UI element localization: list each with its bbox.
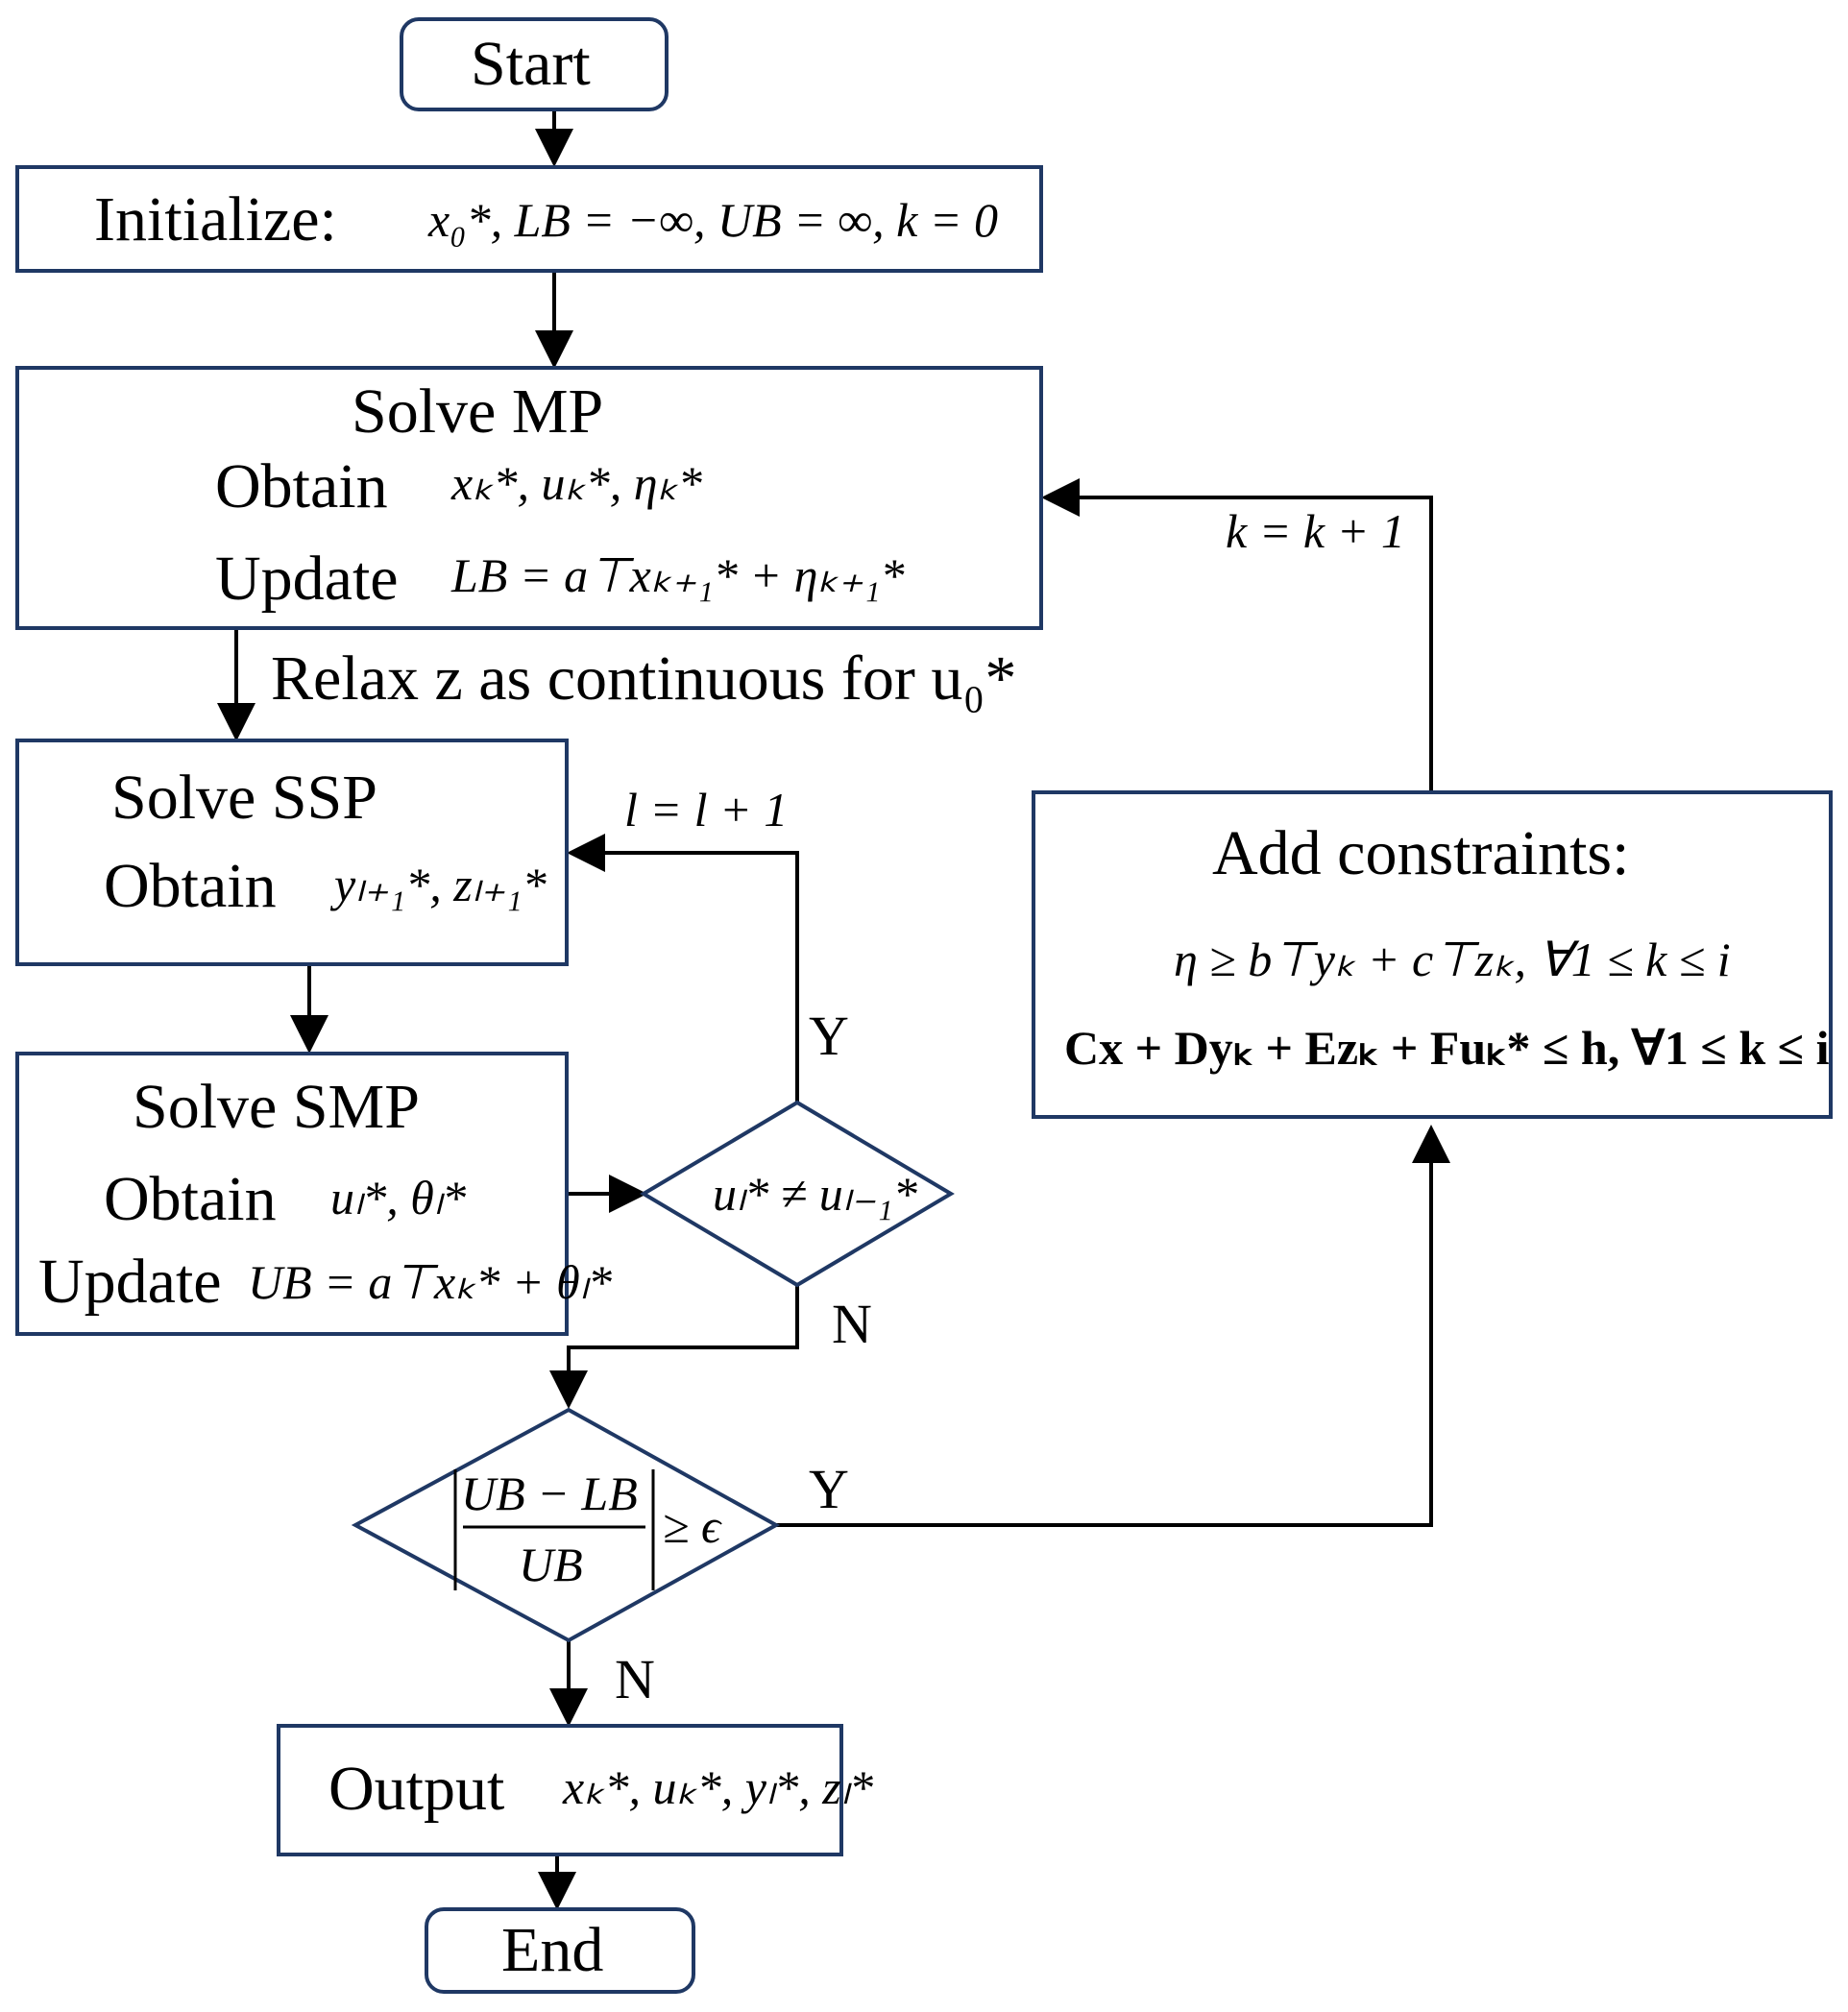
solve-smp-title: Solve SMP [133,1072,420,1142]
l-update-label: l = l + 1 [624,783,789,836]
arrow-decision1-yes-ssp [567,834,799,1103]
start-label: Start [471,29,591,99]
arrow-decision2-yes-add [776,1125,1450,1527]
solve-ssp-node [15,739,569,966]
decision2-relation: ≥ ϵ [663,1499,721,1553]
end-label: End [501,1915,604,1985]
start-node [400,17,669,111]
arrow-decision1-no-decision2 [549,1285,799,1409]
solve-smp-node [15,1052,569,1336]
decision1-yes-label: Y [809,1005,849,1067]
output-expression: xₖ*, uₖ*, yₗ*, zₗ* [563,1760,874,1814]
solve-smp-obtain-label: Obtain [104,1164,277,1234]
solve-ssp-title: Solve SSP [111,763,377,833]
add-constraints-line2: Cx + Dyₖ + Ezₖ + Fuₖ* ≤ h, ∀1 ≤ k ≤ i [1064,1021,1830,1075]
output-label: Output [328,1754,505,1824]
solve-smp-update-expression: UB = a⊤xₖ* + θₗ* [248,1255,613,1309]
decision1-no-label: N [832,1293,872,1355]
add-constraints-title: Add constraints: [1212,818,1630,888]
decision-node-2 [351,1407,781,1643]
solve-mp-update-expression: LB = a⊤xₖ₊₁* + ηₖ₊₁* [451,548,905,602]
k-update-label: k = k + 1 [1226,504,1405,558]
solve-mp-title: Solve MP [352,376,604,447]
solve-mp-obtain-expression: xₖ*, uₖ*, ηₖ* [451,456,702,510]
solve-smp-obtain-expression: uₗ*, θₗ* [330,1171,467,1224]
add-constraints-node [1032,790,1833,1119]
solve-ssp-obtain-expression: yₗ₊₁*, zₗ₊₁* [334,858,547,911]
decision1-condition: uₗ* ≠ uₗ₋₁* [713,1167,917,1221]
arrow-add-mp [1041,478,1433,790]
add-constraints-line1: η ≥ b⊤yₖ + c⊤zₖ, ∀1 ≤ k ≤ i [1174,933,1731,986]
solve-smp-update-label: Update [38,1247,222,1317]
relax-note: Relax z as continuous for u₀* [271,643,1017,714]
decision2-denominator: UB [519,1538,583,1591]
decision2-numerator: UB − LB [461,1467,638,1520]
solve-ssp-obtain-label: Obtain [104,851,277,921]
solve-mp-node [15,366,1043,630]
initialize-node [15,165,1043,273]
output-node [277,1724,843,1856]
initialize-label: Initialize: [94,184,337,255]
decision2-yes-label: Y [809,1458,849,1520]
decision-node-1 [640,1100,955,1288]
initialize-expression: x₀*, LB = −∞, UB = ∞, k = 0 [428,193,999,247]
end-node [425,1907,695,1994]
solve-mp-obtain-label: Obtain [215,451,388,521]
solve-mp-update-label: Update [215,544,399,614]
decision2-no-label: N [615,1648,655,1710]
